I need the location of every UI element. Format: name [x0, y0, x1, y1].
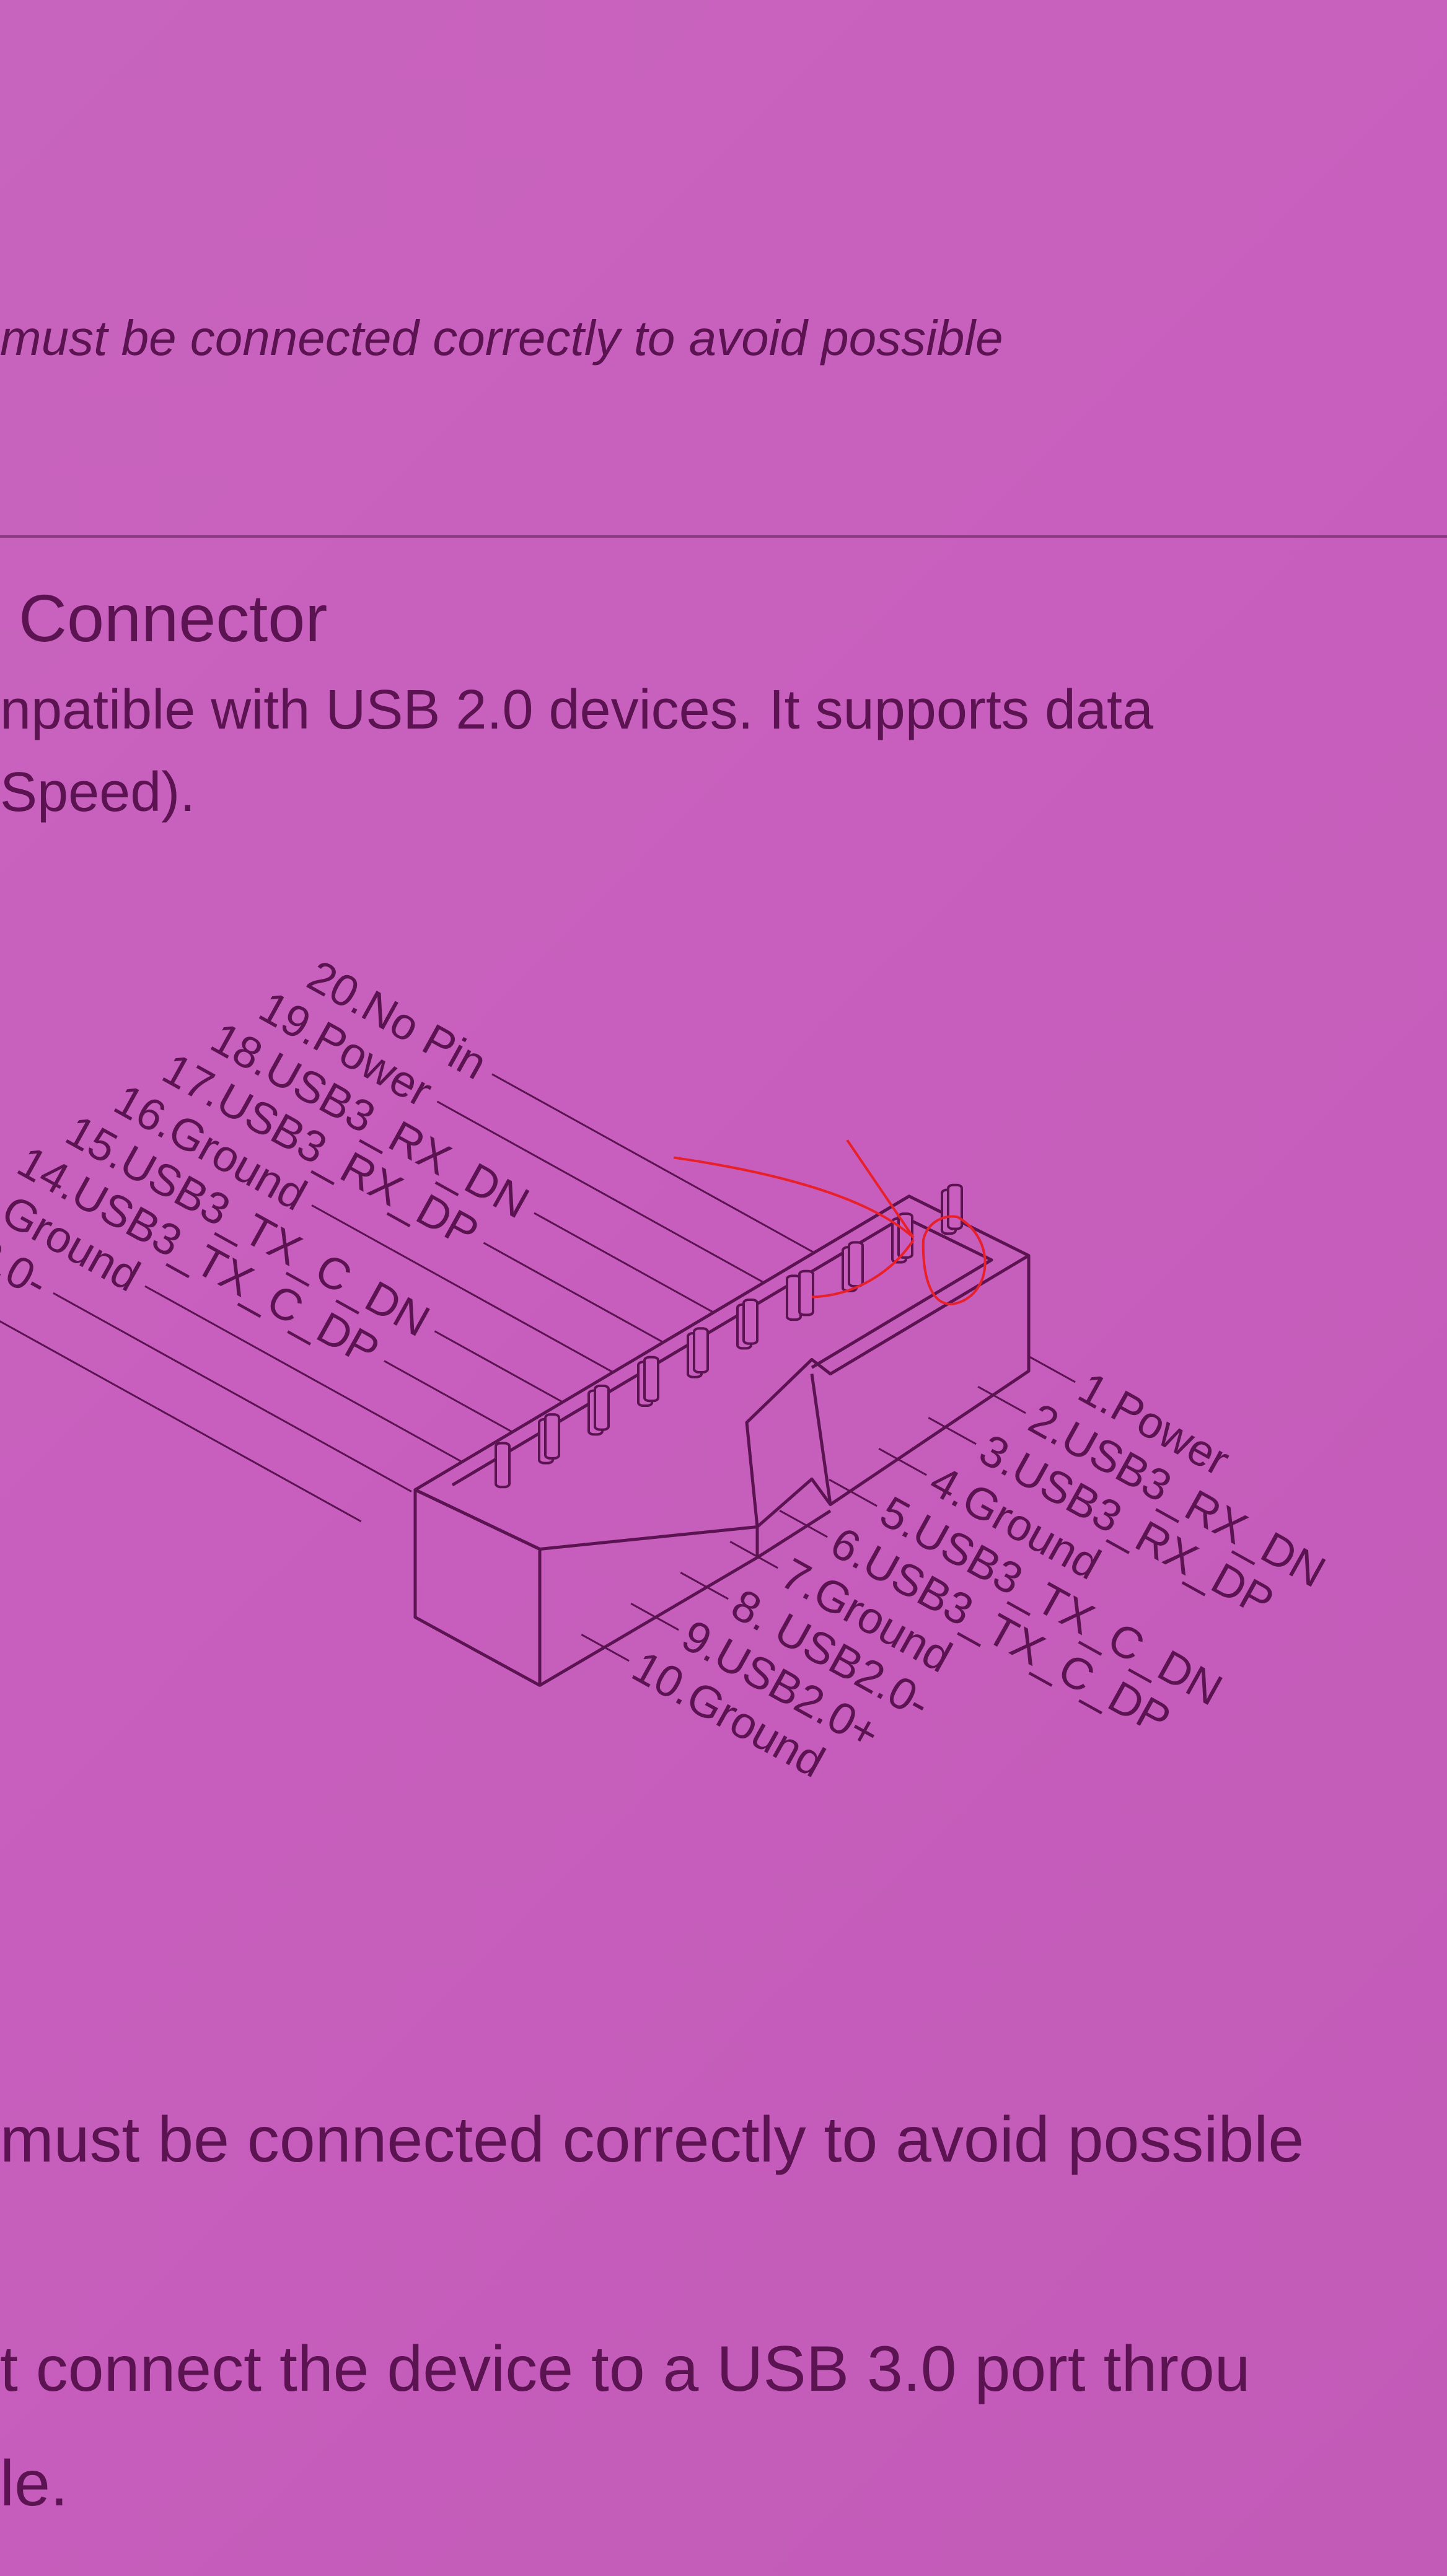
leader-line — [434, 1330, 563, 1403]
leader-line — [630, 1602, 679, 1631]
section-body-line-1: npatible with USB 2.0 devices. It suppor… — [0, 679, 1154, 741]
annotation-arrow-line — [847, 1140, 913, 1238]
pin — [595, 1386, 609, 1430]
leader-line — [534, 1212, 715, 1313]
leader-line — [1027, 1354, 1076, 1383]
leader-line — [53, 1292, 412, 1492]
pin — [744, 1300, 757, 1344]
leader-line — [680, 1571, 729, 1600]
leader-line — [436, 1100, 765, 1284]
pin — [545, 1414, 559, 1458]
leader-line — [144, 1285, 462, 1463]
left-pin-label: B2.0+ — [0, 1314, 362, 1523]
leader-line — [878, 1447, 927, 1476]
top-warning-text: must be connected correctly to avoid pos… — [0, 310, 1003, 366]
annotation-circle — [923, 1216, 985, 1303]
diagram-artwork — [415, 1140, 1029, 1685]
pin — [644, 1357, 658, 1401]
leader-line — [977, 1385, 1026, 1414]
pin — [948, 1185, 962, 1229]
leader-line — [0, 1314, 362, 1523]
leader-line — [779, 1509, 828, 1538]
leader-line — [311, 1204, 614, 1373]
connector-pins — [496, 1185, 962, 1487]
leader-line — [729, 1540, 778, 1569]
leader-line — [491, 1073, 815, 1254]
red-annotation — [674, 1140, 985, 1304]
pin — [496, 1443, 509, 1487]
leader-line — [483, 1242, 664, 1343]
bottom-text-line-2: t connect the device to a USB 3.0 port t… — [0, 2333, 1251, 2405]
section-divider — [0, 535, 1447, 538]
bottom-text-line-1: must be connected correctly to avoid pos… — [0, 2104, 1304, 2176]
pin-labels: 20.No Pin19.Power18.USB3_RX_DN17.USB3_RX… — [0, 951, 1334, 1787]
section-heading: Connector — [19, 580, 328, 655]
section-body-line-2: Speed). — [0, 761, 196, 823]
annotation-hook — [812, 1240, 913, 1297]
leader-line — [384, 1360, 513, 1433]
bottom-text-line-3: le. — [0, 2448, 68, 2520]
annotation-arrow-curve — [674, 1157, 913, 1237]
pin — [694, 1328, 708, 1372]
leader-line — [829, 1478, 877, 1507]
leader-line — [581, 1633, 630, 1662]
leader-line — [928, 1416, 977, 1445]
pin — [849, 1242, 863, 1286]
pin — [799, 1271, 813, 1315]
